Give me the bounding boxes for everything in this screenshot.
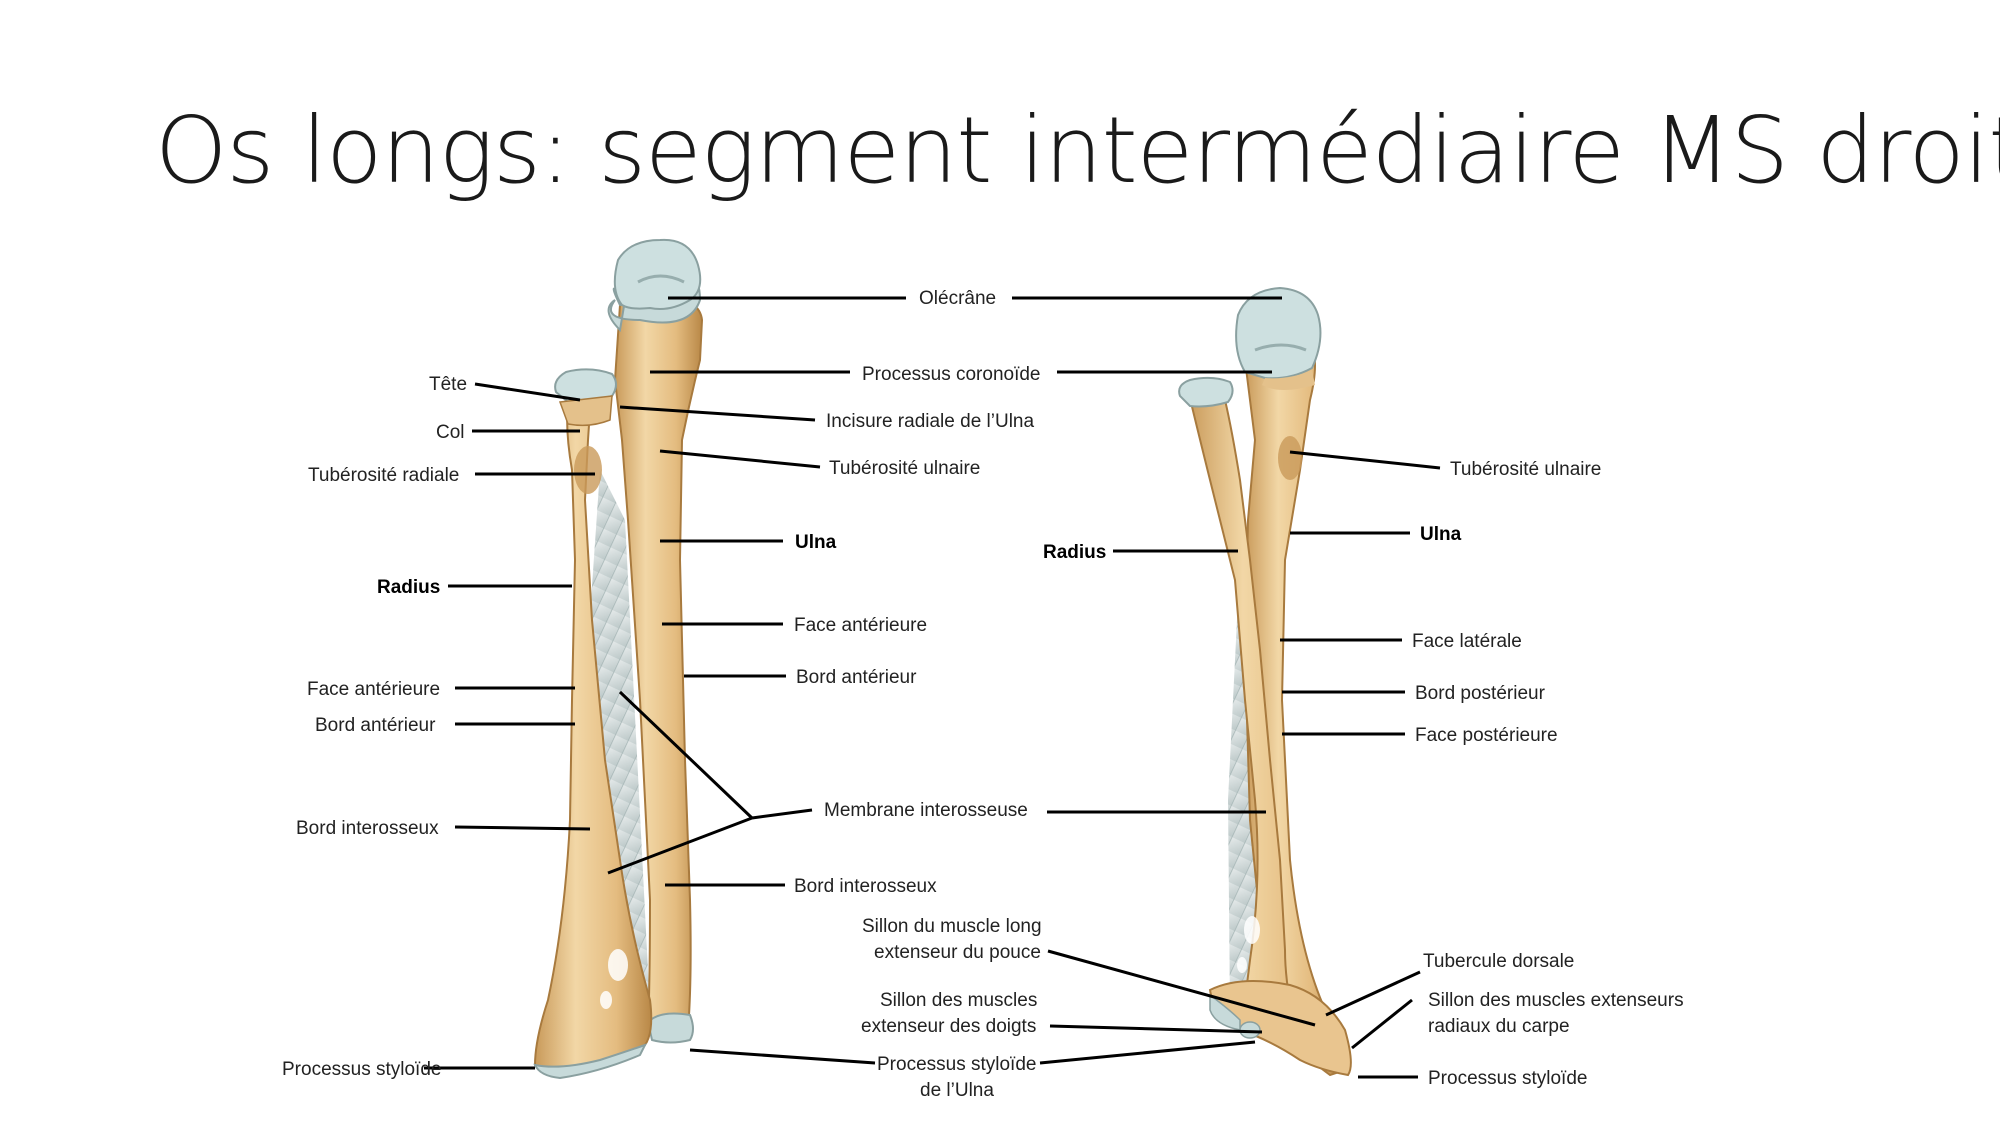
label-sillon-long-ext-2: extenseur du pouce [874, 942, 1041, 963]
label-processus-styloide-ulna-2: de l’Ulna [920, 1080, 994, 1101]
label-bord-interosseux-ulna: Bord interosseux [794, 876, 937, 897]
label-face-laterale: Face latérale [1412, 631, 1522, 652]
label-radius-post: Radius [1043, 542, 1106, 563]
label-bord-posterieur: Bord postérieur [1415, 683, 1546, 704]
slide-title: Os longs: segment intermédiaire MS droit [155, 97, 2000, 204]
ulna-head-anterior [646, 1012, 694, 1044]
label-face-anterieure-ulna: Face antérieure [794, 615, 927, 636]
distal-radius-cartilage-anterior [533, 1043, 647, 1080]
label-col: Col [436, 422, 465, 443]
label-radius-ant: Radius [377, 577, 440, 598]
label-sillon-ext-radiaux-1: Sillon des muscles extenseurs [1428, 990, 1684, 1011]
label-bord-anterieur-ulna: Bord antérieur [796, 667, 917, 688]
posterior-view [1178, 286, 1352, 1077]
label-processus-coronoide: Processus coronoïde [862, 364, 1041, 385]
label-tubercule-dorsal: Tubercule dorsale [1423, 951, 1574, 972]
label-olecrane: Olécrâne [919, 288, 996, 309]
label-ulna-ant: Ulna [795, 532, 837, 553]
label-bord-interosseux-radius: Bord interosseux [296, 818, 439, 839]
olecranon-top-posterior [1235, 286, 1322, 380]
label-processus-styloide-post: Processus styloïde [1428, 1068, 1587, 1089]
label-tuberosite-ulnaire-post: Tubérosité ulnaire [1450, 459, 1601, 480]
label-processus-styloide-ulna-1: Processus styloïde [877, 1054, 1036, 1075]
label-processus-styloide-ant: Processus styloïde [282, 1059, 441, 1080]
label-tete: Tête [429, 374, 467, 395]
label-sillon-ext-doigts-1: Sillon des muscles [880, 990, 1037, 1011]
anterior-view [533, 238, 704, 1080]
label-sillon-ext-doigts-2: extenseur des doigts [861, 1016, 1036, 1037]
radial-head-posterior [1178, 376, 1234, 408]
label-ulna-post: Ulna [1420, 524, 1462, 545]
olecranon-top-anterior [613, 238, 702, 310]
label-tuberosite-ulnaire-ant: Tubérosité ulnaire [829, 458, 980, 479]
posterior-labels: Tubérosité ulnaire Radius Ulna Face laté… [861, 459, 1684, 1089]
leader-lines [424, 296, 1441, 1079]
label-face-posterieure: Face postérieure [1415, 725, 1558, 746]
anterior-labels: Olécrâne Processus coronoïde Tête Col In… [282, 288, 1041, 1101]
label-membrane-interosseuse: Membrane interosseuse [824, 800, 1028, 821]
label-bord-anterieur-radius: Bord antérieur [315, 715, 436, 736]
label-incisure-radiale: Incisure radiale de l’Ulna [826, 411, 1034, 432]
label-tuberosite-radiale: Tubérosité radiale [308, 465, 459, 486]
label-sillon-ext-radiaux-2: radiaux du carpe [1428, 1016, 1570, 1037]
label-face-anterieure-radius: Face antérieure [307, 679, 440, 700]
label-sillon-long-ext-1: Sillon du muscle long [862, 916, 1042, 937]
